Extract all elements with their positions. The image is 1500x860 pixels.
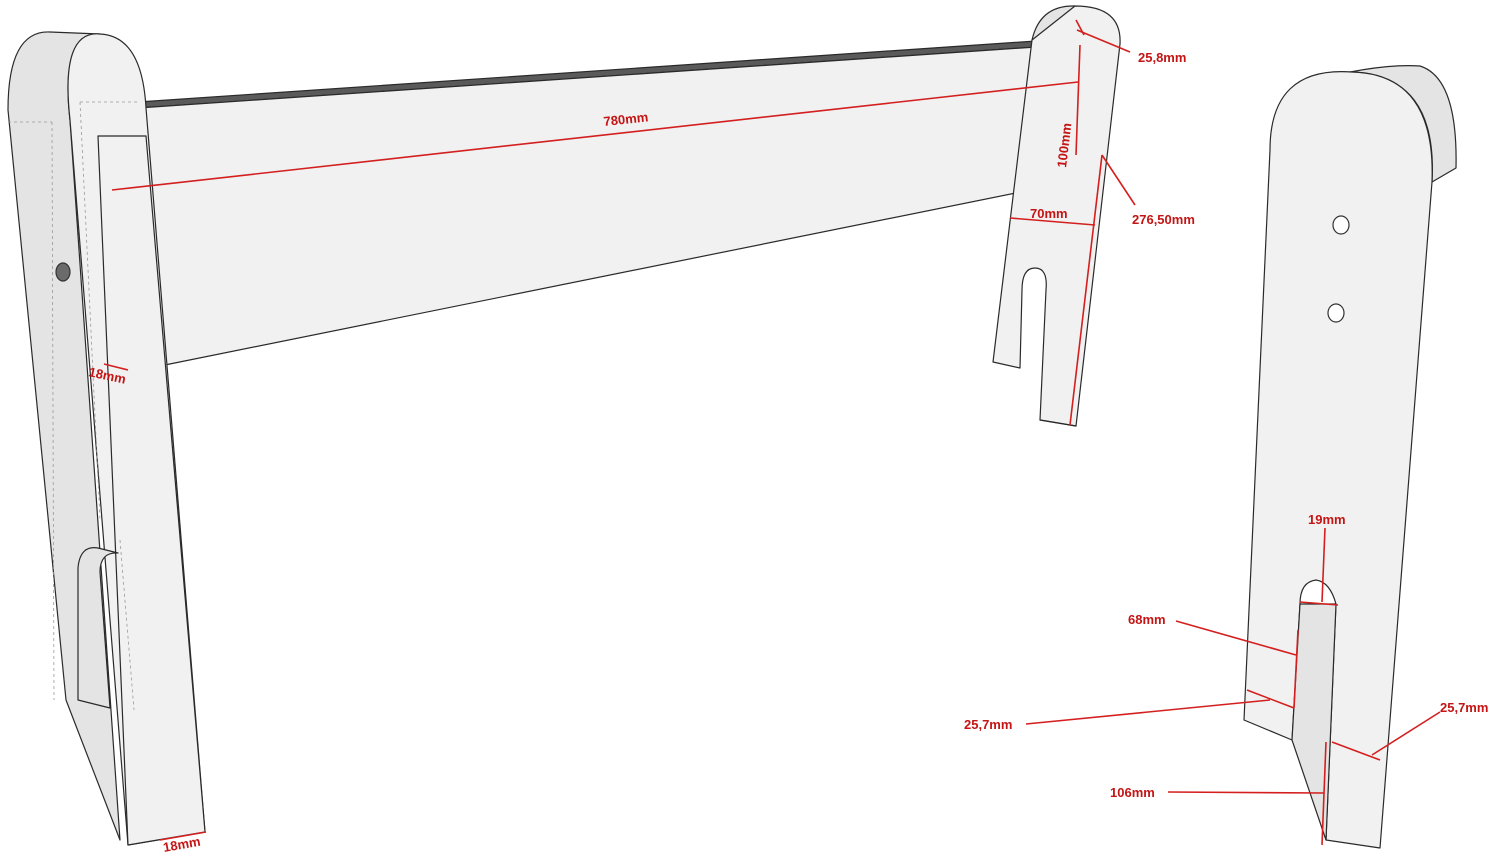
label-slot-side-left: 25,7mm bbox=[964, 717, 1012, 732]
left-upright bbox=[7, 31, 206, 846]
label-leg-height: 276,50mm bbox=[1132, 212, 1195, 227]
right-hole-top bbox=[1332, 215, 1350, 235]
label-slot-offset: 70mm bbox=[1030, 206, 1068, 221]
right-hole-bottom bbox=[1327, 303, 1345, 323]
label-slot-width: 19mm bbox=[1308, 512, 1346, 527]
label-slot-depth: 68mm bbox=[1128, 612, 1166, 627]
dimension-labels: 780mm 100mm 25,8mm 276,50mm 70mm 18mm 18… bbox=[87, 50, 1488, 855]
label-lower-leg: 106mm bbox=[1110, 785, 1155, 800]
dimension-lines bbox=[103, 19, 1441, 846]
label-rail-height: 100mm bbox=[1054, 122, 1074, 168]
back-upright bbox=[992, 5, 1121, 427]
left-hole bbox=[55, 262, 71, 282]
right-upright bbox=[1243, 65, 1457, 849]
label-top-radius: 25,8mm bbox=[1138, 50, 1186, 65]
label-thickness-bottom: 18mm bbox=[162, 834, 202, 855]
label-slot-side-right: 25,7mm bbox=[1440, 700, 1488, 715]
label-rail-length: 780mm bbox=[603, 109, 649, 129]
rail-board bbox=[137, 37, 1081, 369]
